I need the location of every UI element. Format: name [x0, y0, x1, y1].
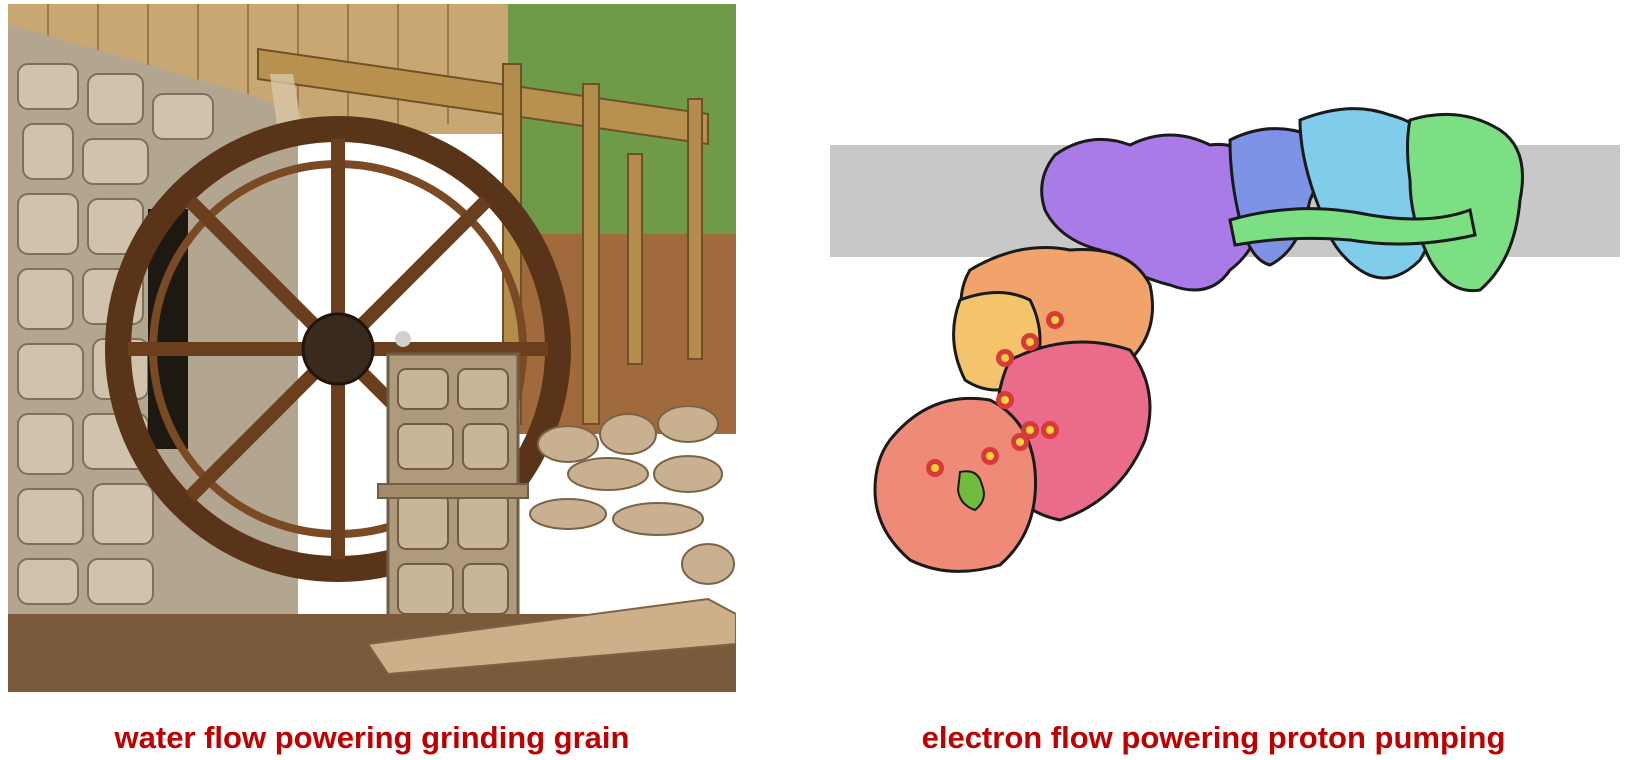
iron-sulfur-clusters — [926, 311, 1064, 477]
cluster-marker — [996, 349, 1014, 367]
cluster-marker — [996, 391, 1014, 409]
cluster-marker — [1011, 433, 1029, 451]
protein-complex-figure — [830, 100, 1620, 640]
cluster-marker — [1021, 333, 1039, 351]
peripheral-arm — [873, 246, 1154, 573]
cluster-marker — [926, 459, 944, 477]
axle-bolt — [395, 331, 411, 347]
waterwheel-photo — [8, 4, 736, 692]
stone-slab — [366, 597, 736, 676]
waterwheel-illustration — [8, 4, 736, 692]
cluster-marker — [1021, 421, 1039, 439]
cluster-marker — [1046, 311, 1064, 329]
wheel-hub — [301, 312, 375, 386]
caption-left: water flow powering grinding grain — [114, 720, 630, 755]
cluster-marker — [981, 447, 999, 465]
caption-right: electron flow powering proton pumping — [921, 720, 1506, 755]
protein-complex-illustration — [830, 107, 1620, 573]
pillar-ledge — [377, 483, 529, 499]
falling-water — [270, 74, 303, 134]
cluster-marker — [1041, 421, 1059, 439]
stream-rocks — [529, 405, 735, 585]
cofactor-green — [956, 470, 985, 512]
membrane-arm — [1040, 107, 1524, 293]
